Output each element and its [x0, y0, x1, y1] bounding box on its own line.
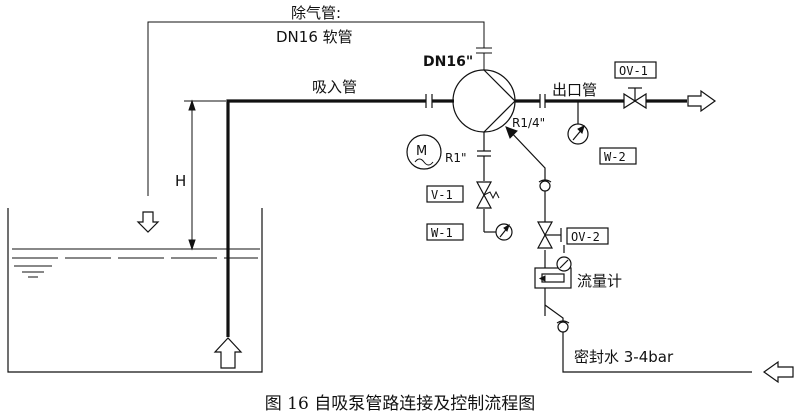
valve-ov2-icon — [536, 221, 562, 249]
seal-water-inlet-arrow-icon — [762, 360, 794, 384]
tag-w2-text: W-2 — [604, 150, 626, 164]
suction-pipe-label: 吸入管 — [312, 78, 357, 96]
vent-hose-label: DN16 软管 — [276, 28, 353, 46]
tag-w1-text: W-1 — [431, 226, 453, 240]
pressure-gauge-w2-icon — [567, 123, 589, 145]
outlet-pipe-label: 出口管 — [552, 81, 597, 99]
tag-w2: W-2 — [599, 147, 637, 165]
valve-ov1-icon — [623, 87, 647, 110]
svg-text:M: M — [416, 144, 427, 159]
vent-down-arrow-icon — [136, 211, 160, 233]
pump — [452, 69, 516, 133]
pressure-gauge-w1-icon — [495, 223, 513, 241]
suction-pipe — [226, 94, 454, 337]
height-label: H — [175, 172, 186, 190]
vent-pipe — [136, 21, 492, 233]
vent-pipe-label: 除气管: — [291, 4, 341, 22]
tag-ov1: OV-1 — [614, 61, 657, 79]
inlet-arrow-icon — [213, 337, 243, 369]
flow-meter-label: 流量计 — [577, 272, 622, 290]
pump-size-label: DN16" — [423, 54, 473, 70]
port-r14-label: R1/4" — [512, 116, 545, 130]
tag-v1: V-1 — [426, 185, 464, 203]
tag-ov2: OV-2 — [566, 227, 609, 245]
tag-ov2-text: OV-2 — [571, 230, 600, 244]
seal-water-label: 密封水 3-4bar — [574, 348, 674, 366]
tag-ov1-text: OV-1 — [619, 64, 648, 78]
port-r1-label: R1" — [445, 151, 467, 165]
valve-v1-icon — [475, 181, 500, 209]
motor-icon: M — [406, 134, 442, 170]
outlet-pipe — [515, 89, 717, 113]
flow-meter-icon — [534, 256, 572, 289]
seal-water-line — [505, 126, 794, 384]
tag-v1-text: V-1 — [431, 188, 453, 202]
tag-w1: W-1 — [426, 223, 464, 241]
drain-line — [477, 132, 491, 232]
figure-caption: 图 16 自吸泵管路连接及控制流程图 — [265, 394, 535, 414]
height-dimension: H — [175, 99, 226, 251]
outlet-arrow-icon — [687, 89, 717, 113]
